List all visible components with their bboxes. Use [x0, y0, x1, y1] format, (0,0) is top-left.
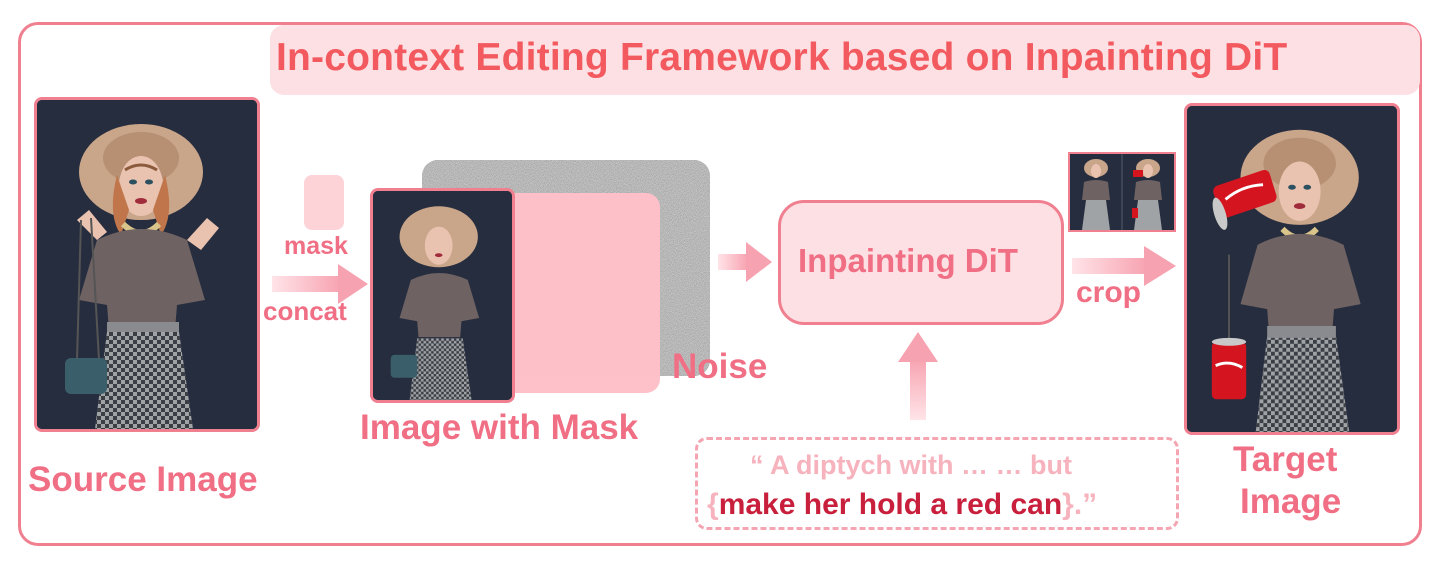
inpainting-dit-box	[778, 200, 1064, 325]
image-with-mask-label: Image with Mask	[360, 408, 639, 447]
concat-arrow	[272, 264, 368, 304]
face	[119, 156, 163, 216]
source-image-label: Source Image	[28, 460, 258, 499]
prompt-instruction-line: {make her hold a red can}.”	[707, 488, 1097, 522]
mask-region	[513, 193, 660, 393]
mask-swatch	[304, 175, 344, 230]
source-image	[34, 97, 260, 432]
masked-source-image	[370, 188, 515, 403]
prompt-close: }.”	[1062, 488, 1098, 521]
title-band	[270, 25, 1420, 95]
prompt-instruction: make her hold a red can	[718, 488, 1063, 521]
blouse	[79, 229, 205, 330]
concat-label: concat	[263, 296, 347, 326]
prompt-up-arrow	[898, 332, 938, 420]
handbag	[65, 358, 107, 394]
diptych-output-thumbnail	[1068, 152, 1176, 232]
prompt-prefix: “ A diptych with … … but	[750, 450, 1072, 480]
prompt-box	[695, 437, 1179, 530]
held-red-can	[1212, 169, 1277, 230]
target-image-label-line2: Image	[1240, 482, 1342, 521]
target-image-label-line1: Target	[1233, 440, 1338, 479]
crop-arrow	[1072, 246, 1176, 286]
prompt-open-brace: {	[707, 488, 719, 521]
target-image	[1184, 103, 1400, 435]
mask-label: mask	[284, 232, 348, 260]
to-dit-arrow	[718, 242, 772, 282]
hanging-red-can	[1211, 337, 1247, 400]
noise-label: Noise	[672, 347, 768, 386]
diagram-title: In-context Editing Framework based on In…	[276, 36, 1288, 79]
crop-label: crop	[1076, 276, 1142, 309]
inpainting-dit-label: Inpainting DiT	[798, 242, 1018, 279]
